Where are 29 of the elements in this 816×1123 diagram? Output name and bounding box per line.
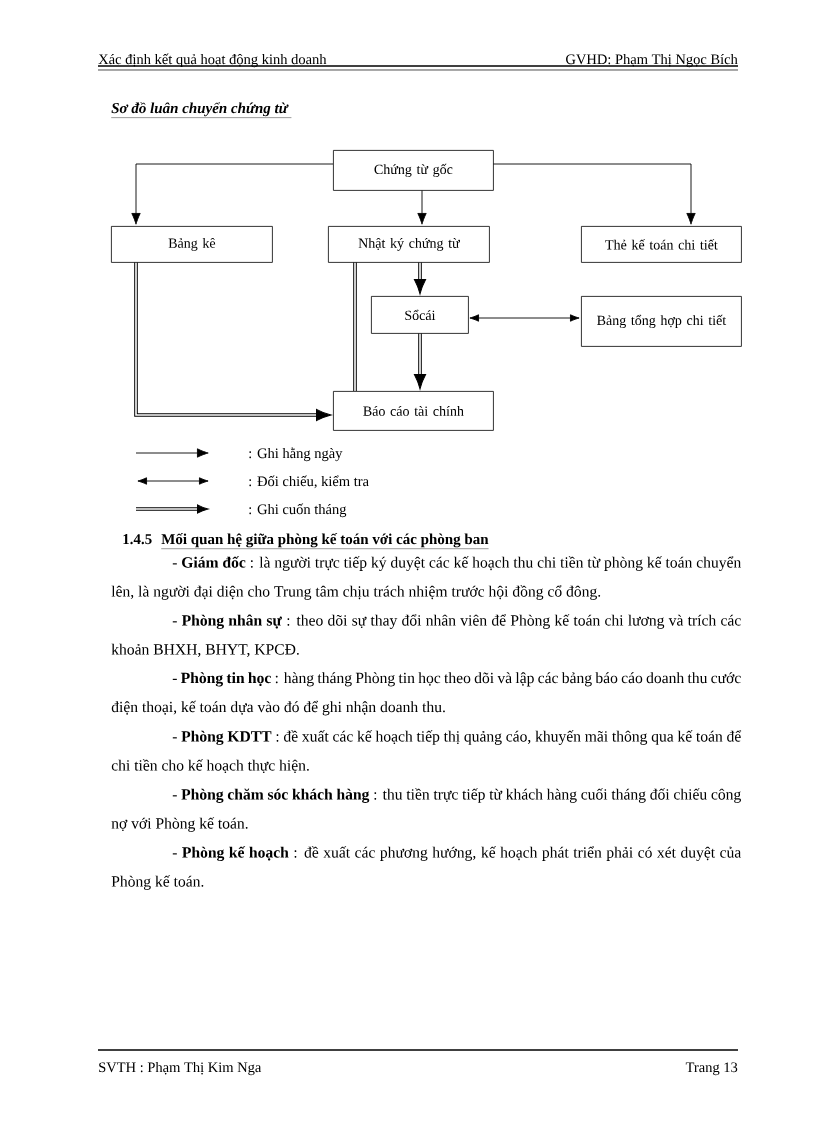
header-text: Xác định kết quả hoạt động kinh doanh <box>98 53 327 68</box>
process-box: Sổcái <box>371 296 469 334</box>
footer-text: Trang 13 <box>685 1062 738 1076</box>
process-box: Nhật ký chứng từ <box>328 226 490 263</box>
legend-text: : Ghi cuốn tháng <box>249 503 347 518</box>
process-box: Bảng tổng hợp chi tiết <box>581 296 742 347</box>
process-box: Báo cáo tài chính <box>333 391 494 431</box>
footer-text: SVTH : Phạm Thị Kim Nga <box>99 1061 262 1076</box>
legend-text: : Ghi hằng ngày <box>249 447 343 462</box>
arrow <box>134 261 332 422</box>
arrow <box>413 332 427 390</box>
arrow <box>417 189 427 225</box>
paragraph: - Phòng chăm sóc khách hàng : thu tiền trực tiếp từ khách hàng cuối tháng đối chiếu công nợ với Phòng kế toán. <box>111 788 741 832</box>
arrow <box>131 163 334 225</box>
paragraph: - Phòng nhân sự : theo dõi sự thay đổi nhân viên để Phòng kế toán chi lương và trích các khoản BHXH, BHYT, KPCĐ. <box>111 614 741 657</box>
paragraph: - Giám đốc : là người trực tiếp ký duyệt các kế hoạch thu chi tiền từ phòng kế toán chuyển lên, là người đại diện cho Trung tâm chịu trách nhiệm trước hội đồng cổ đông. <box>111 556 742 600</box>
header-text: GVHD: Phạm Thị Ngọc Bích <box>566 53 738 68</box>
paragraph: - Phòng kế hoạch : đề xuất các phương hướng, kế hoạch phát triển phải có xét duyệt của Phòng kế toán. <box>111 846 742 890</box>
section-heading: Mối quan hệ giữa phòng kế toán với các phòng ban <box>161 533 489 549</box>
process-box: Chứng từ gốc <box>333 150 494 191</box>
paragraph: - Phòng tin học : hàng tháng Phòng tin học theo dõi và lập các bảng báo cáo doanh thu cước điện thoại, kế toán dựa vào đó để ghi nhận doanh thu. <box>111 672 741 716</box>
arrow <box>469 314 580 322</box>
legend-text: : Đối chiếu, kiểm tra <box>249 475 369 489</box>
process-box: Bảng kê <box>111 226 273 263</box>
process-box: Thẻ kế toán chi tiết <box>581 226 742 263</box>
paragraph: - Phòng KDTT : đề xuất các kế hoạch tiếp thị quảng cáo, khuyến mãi thông qua kế toán để chi tiền cho kế hoạch thực hiện. <box>111 730 742 774</box>
arrow <box>492 163 696 225</box>
diagram-title: Sơ đồ luân chuyển chứng từ <box>111 102 292 118</box>
section-number: 1.4.5 <box>123 534 152 545</box>
